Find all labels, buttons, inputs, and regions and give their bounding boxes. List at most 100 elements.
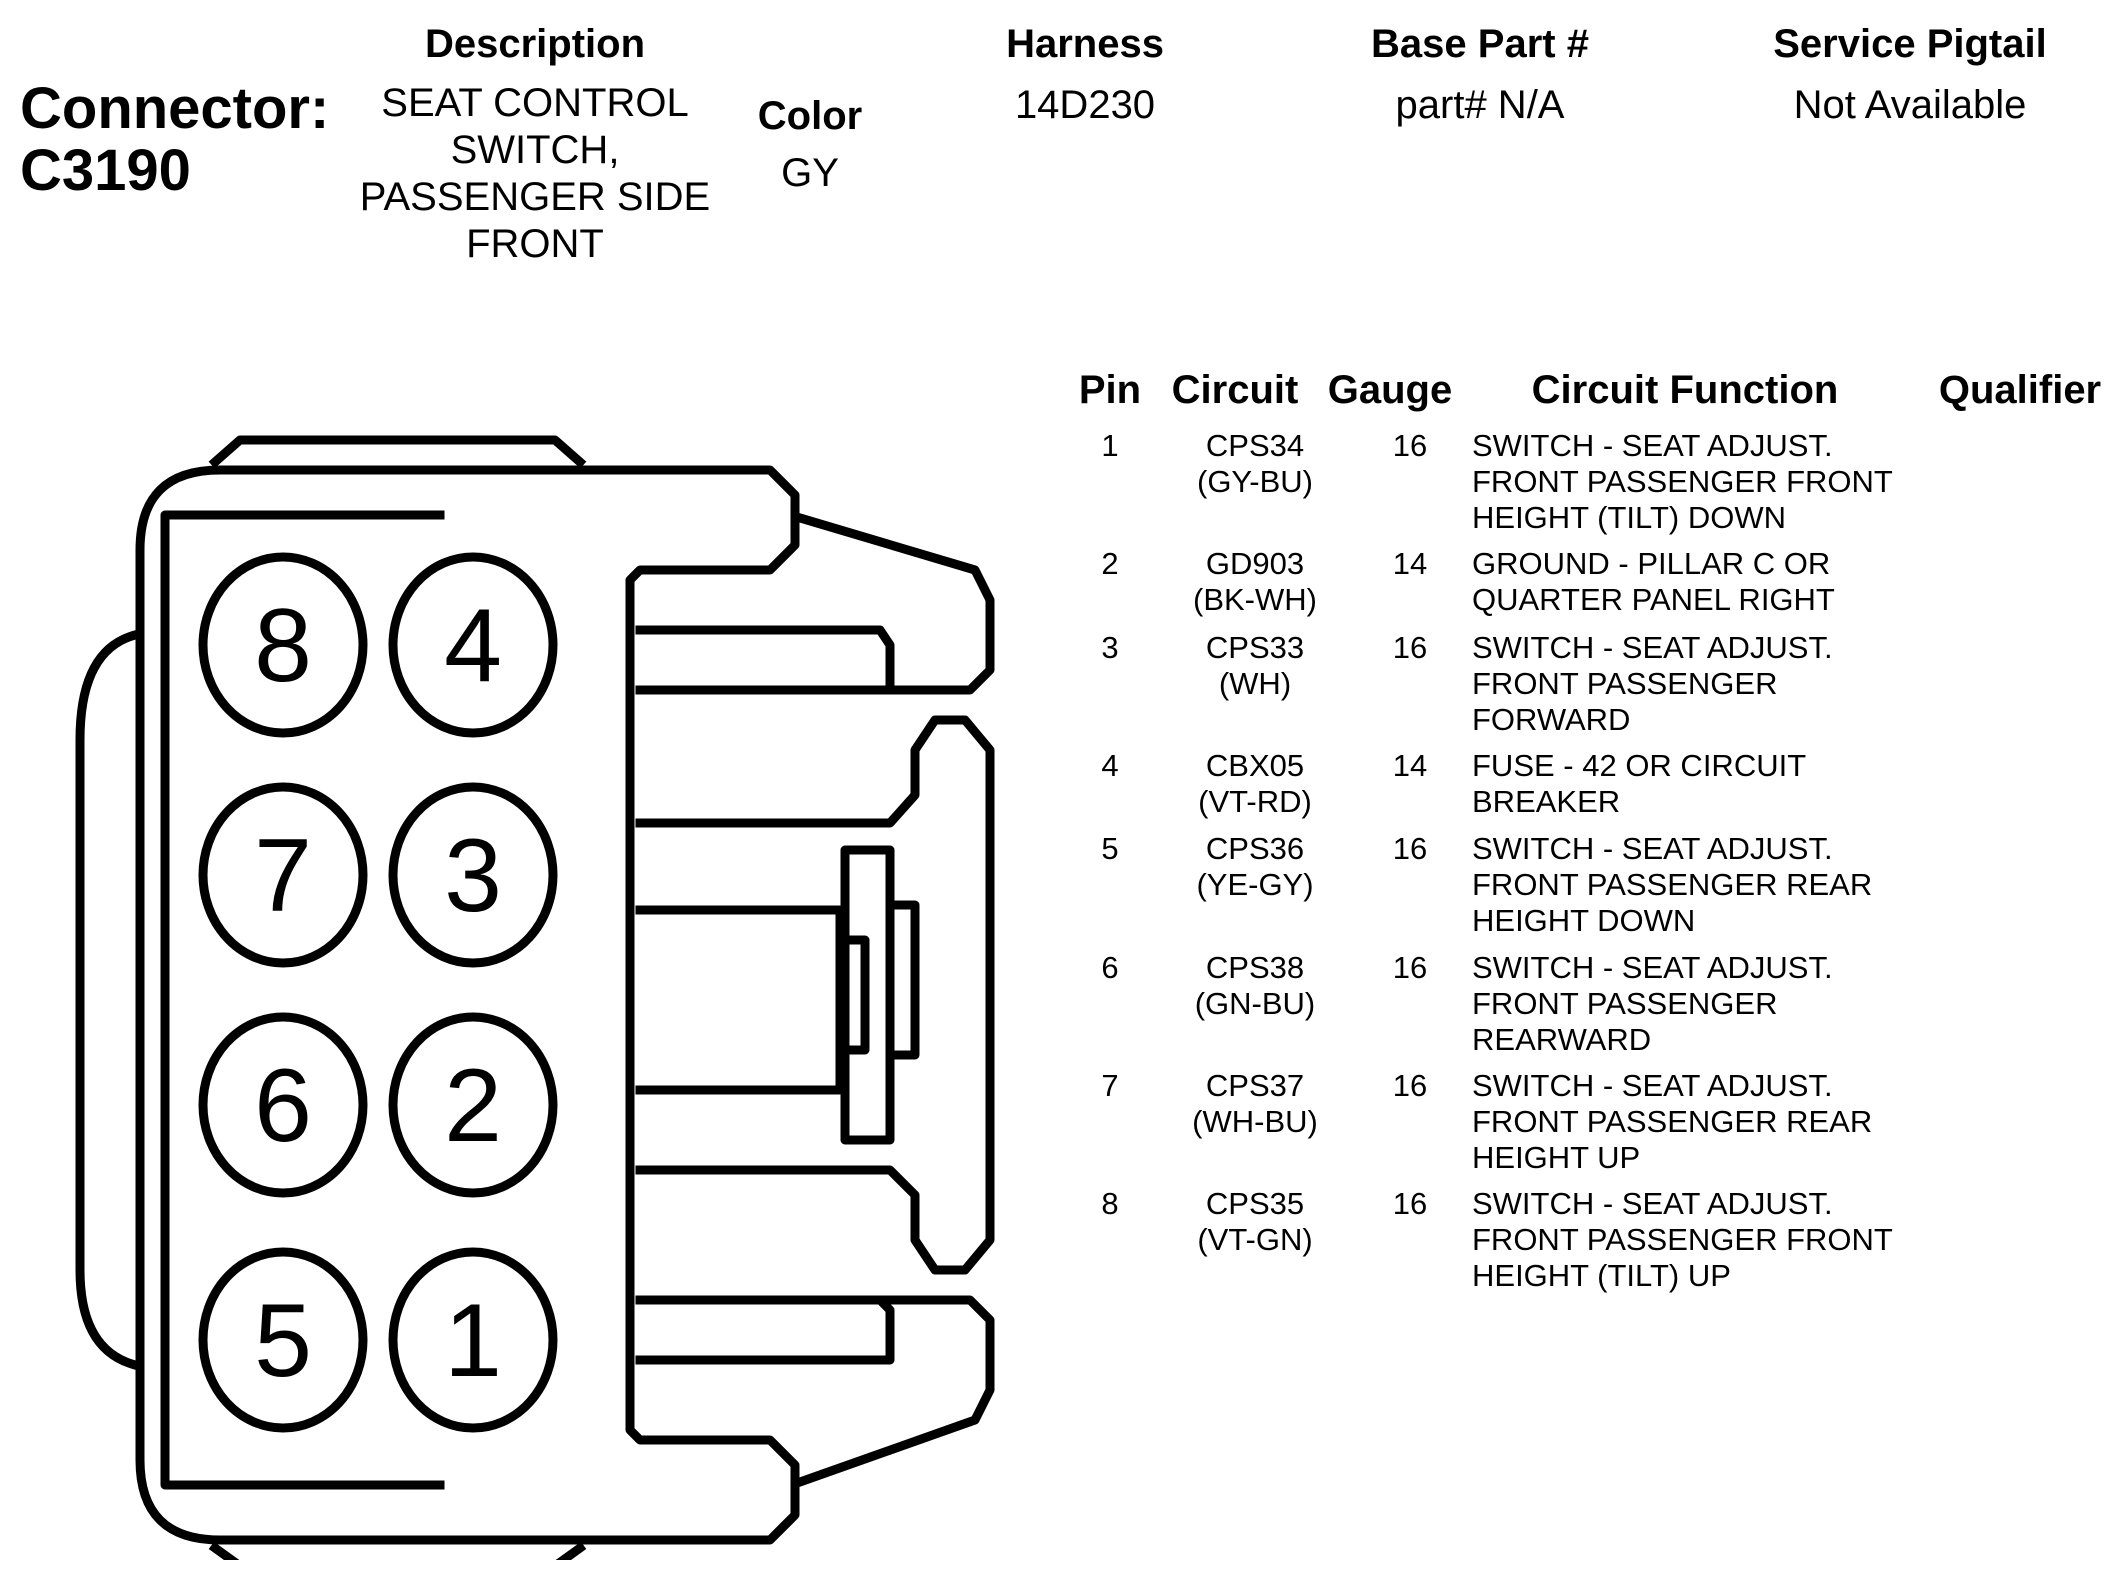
circuit-cell: CPS38 (GN-BU) [1180, 950, 1330, 1022]
housing-outline [135, 465, 800, 1545]
circuit-id: CPS33 [1205, 630, 1305, 665]
function-line: SWITCH - SEAT ADJUST. [1472, 831, 1833, 866]
function-line: FRONT PASSENGER REAR [1472, 1104, 1873, 1139]
description-line: SEAT CONTROL [381, 81, 689, 125]
circuit-color: (GN-BU) [1194, 986, 1316, 1021]
upper-slot [635, 625, 895, 695]
pin-number: 7 [1101, 1068, 1119, 1103]
function-line: SWITCH - SEAT ADJUST. [1472, 950, 1833, 985]
circuit-color: (BK-WH) [1193, 582, 1317, 617]
function-line: REARWARD [1472, 1022, 1652, 1057]
table-row: 4 CBX05 (VT-RD) 14 FUSE - 42 OR CIRCUIT … [1040, 748, 2120, 868]
connector-label: Connector: [20, 76, 330, 141]
pin-circle [198, 1012, 368, 1198]
pin-label: 7 [254, 818, 312, 934]
pin-number: 6 [1101, 950, 1119, 985]
description-line: SWITCH, [450, 128, 620, 172]
lower-slot [635, 1295, 895, 1365]
circuit-function-cell: FUSE - 42 OR CIRCUIT BREAKER [1472, 748, 1912, 820]
circuit-color: (VT-GN) [1197, 1222, 1313, 1257]
function-line: SWITCH - SEAT ADJUST. [1472, 428, 1833, 463]
gauge-cell: 16 [1392, 630, 1428, 665]
gauge-cell: 16 [1392, 1186, 1428, 1221]
function-line: HEIGHT (TILT) UP [1472, 1258, 1731, 1293]
pin-7: 7 [198, 782, 368, 968]
pin-number: 8 [1101, 1186, 1119, 1221]
circuit-id: CPS38 [1205, 950, 1305, 985]
center-boss-key [835, 935, 870, 1055]
description-value: SEAT CONTROL SWITCH, PASSENGER SIDE FRON… [320, 80, 750, 268]
function-line: SWITCH - SEAT ADJUST. [1472, 1186, 1833, 1221]
top-rail [208, 435, 587, 469]
pin-label: 4 [444, 588, 502, 704]
circuit-cell: GD903 (BK-WH) [1180, 546, 1330, 618]
pin-6: 6 [198, 1012, 368, 1198]
pin-number: 2 [1101, 546, 1119, 581]
pin-label: 1 [444, 1283, 502, 1399]
left-latch [75, 629, 141, 1371]
function-line: FRONT PASSENGER FRONT [1472, 464, 1893, 499]
table-row: 3 CPS33 (WH) 16 SWITCH - SEAT ADJUST. FR… [1040, 630, 2120, 750]
pin-circle [198, 1247, 368, 1433]
pin-label: 2 [444, 1048, 502, 1164]
harness-value: 14D230 [1014, 83, 1156, 127]
pin-label: 3 [444, 818, 502, 934]
function-line: SWITCH - SEAT ADJUST. [1472, 630, 1833, 665]
pin-circle [198, 552, 368, 738]
column-header-qualifier: Qualifier [1938, 368, 2102, 412]
base-part-header: Base Part # [1371, 22, 1589, 66]
pin-number: 5 [1101, 831, 1119, 866]
function-line: QUARTER PANEL RIGHT [1472, 582, 1835, 617]
circuit-function-cell: SWITCH - SEAT ADJUST. FRONT PASSENGER RE… [1472, 950, 1912, 1058]
description-header: Description [424, 22, 646, 66]
circuit-id: CPS35 [1205, 1186, 1305, 1221]
inner-frame [160, 510, 445, 1490]
column-header-circuit-function: Circuit Function [1531, 368, 1839, 412]
function-line: BREAKER [1472, 784, 1621, 819]
function-line: FORWARD [1472, 702, 1631, 737]
upper-latch [635, 512, 995, 695]
pin-circle [388, 782, 558, 968]
table-row: 2 GD903 (BK-WH) 14 GROUND - PILLAR C OR … [1040, 546, 2120, 666]
gauge-cell: 16 [1392, 831, 1428, 866]
function-line: FRONT PASSENGER REAR [1472, 867, 1873, 902]
gauge-cell: 16 [1392, 1068, 1428, 1103]
circuit-function-cell: SWITCH - SEAT ADJUST. FRONT PASSENGER RE… [1472, 831, 1912, 939]
function-line: HEIGHT (TILT) DOWN [1472, 500, 1786, 535]
pin-4: 4 [388, 552, 558, 738]
pin-label: 6 [254, 1048, 312, 1164]
color-value: GY [781, 151, 839, 195]
pin-5: 5 [198, 1247, 368, 1433]
color-header: Color [757, 94, 863, 138]
table-row: 7 CPS37 (WH-BU) 16 SWITCH - SEAT ADJUST.… [1040, 1068, 2120, 1188]
circuit-id: CPS37 [1205, 1068, 1305, 1103]
circuit-function-cell: SWITCH - SEAT ADJUST. FRONT PASSENGER FR… [1472, 428, 1912, 536]
circuit-cell: CPS34 (GY-BU) [1180, 428, 1330, 500]
circuit-id: CPS36 [1205, 831, 1305, 866]
gauge-cell: 16 [1392, 950, 1428, 985]
circuit-id: GD903 [1205, 546, 1305, 581]
function-line: SWITCH - SEAT ADJUST. [1472, 1068, 1833, 1103]
circuit-color: (YE-GY) [1196, 867, 1314, 902]
service-pigtail-header: Service Pigtail [1773, 22, 2047, 66]
circuit-function-cell: SWITCH - SEAT ADJUST. FRONT PASSENGER RE… [1472, 1068, 1912, 1176]
connector-title: Connector: C3190 [20, 78, 329, 202]
column-header-gauge: Gauge [1327, 368, 1453, 412]
circuit-cell: CBX05 (VT-RD) [1180, 748, 1330, 820]
circuit-function-cell: GROUND - PILLAR C OR QUARTER PANEL RIGHT [1472, 546, 1912, 618]
function-line: FRONT PASSENGER [1472, 986, 1778, 1021]
circuit-id: CPS34 [1205, 428, 1305, 463]
function-line: HEIGHT DOWN [1472, 903, 1696, 938]
center-boss [635, 905, 845, 1095]
circuit-cell: CPS35 (VT-GN) [1180, 1186, 1330, 1258]
pin-1: 1 [388, 1247, 558, 1433]
pin-circle [198, 782, 368, 968]
service-pigtail-value: Not Available [1793, 83, 2027, 127]
pin-circle [388, 552, 558, 738]
function-line: GROUND - PILLAR C OR [1472, 546, 1831, 581]
circuit-function-cell: SWITCH - SEAT ADJUST. FRONT PASSENGER FR… [1472, 1186, 1912, 1294]
function-line: FUSE - 42 OR CIRCUIT [1472, 748, 1807, 783]
circuit-function-cell: SWITCH - SEAT ADJUST. FRONT PASSENGER FO… [1472, 630, 1912, 738]
pin-number: 1 [1101, 428, 1119, 463]
